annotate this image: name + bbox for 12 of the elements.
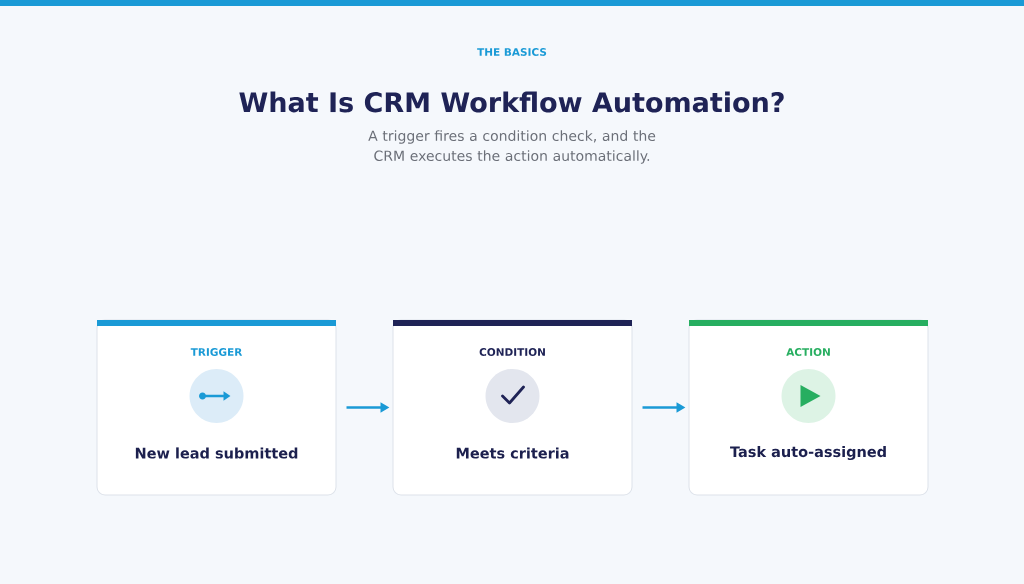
card-heading: CONDITION [479,348,545,356]
section-label: THE BASICS [477,48,547,56]
subtitle: A trigger fires a condition check, and the CRM executes the action automatically. [368,130,656,164]
card [96,319,337,496]
title: What Is CRM Workflow Automation? [239,91,784,113]
card [688,319,929,496]
card-text: Meets criteria [456,447,569,459]
card-text: New lead submitted [135,447,298,459]
card-heading: ACTION [786,348,830,356]
card-text: Task auto-assigned [730,445,886,461]
card-heading: TRIGGER [190,348,243,356]
card [392,319,633,496]
